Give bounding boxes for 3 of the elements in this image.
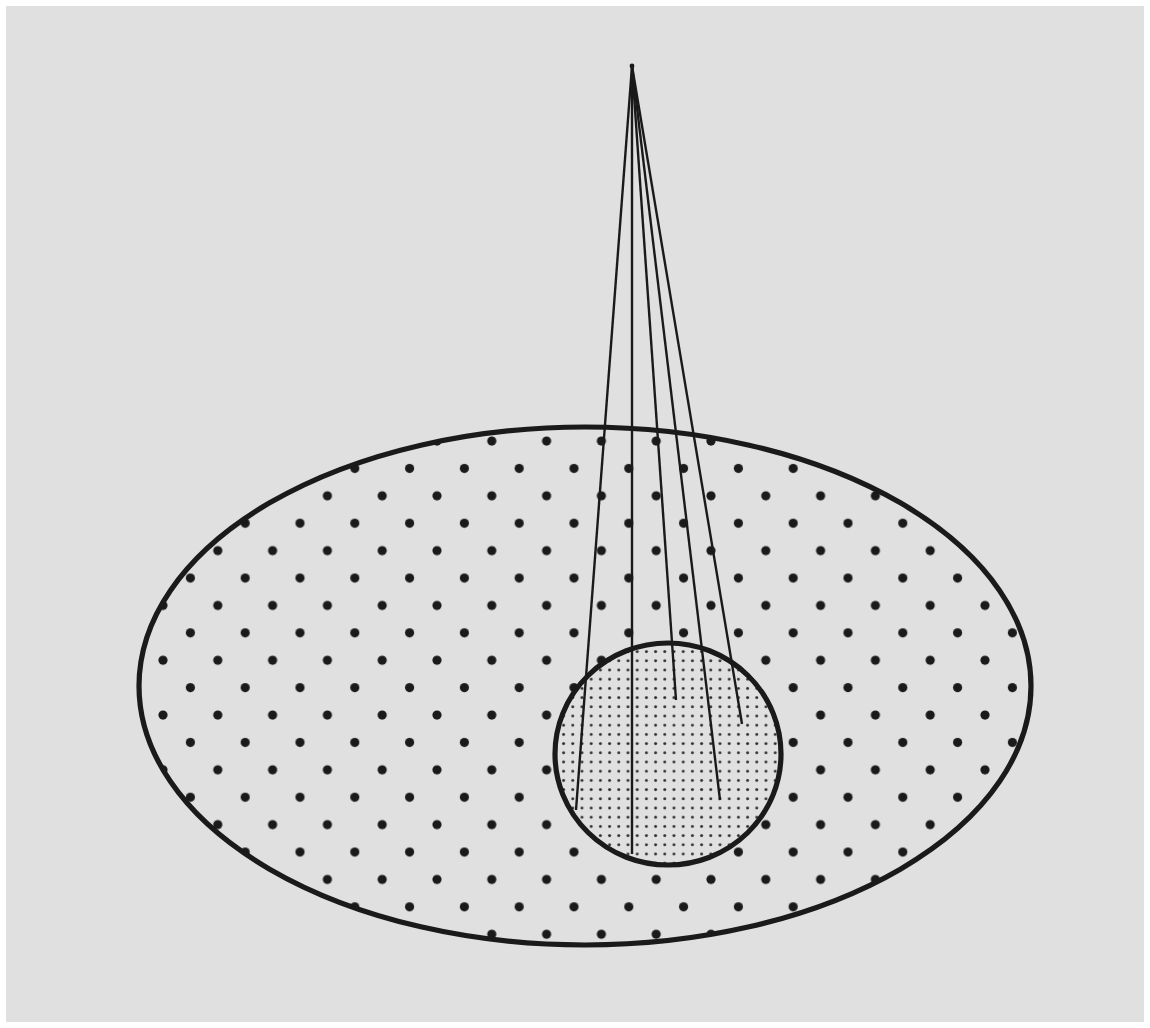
ray-line [574, 65, 634, 811]
ray-line [630, 65, 722, 801]
ray-line [630, 65, 744, 725]
